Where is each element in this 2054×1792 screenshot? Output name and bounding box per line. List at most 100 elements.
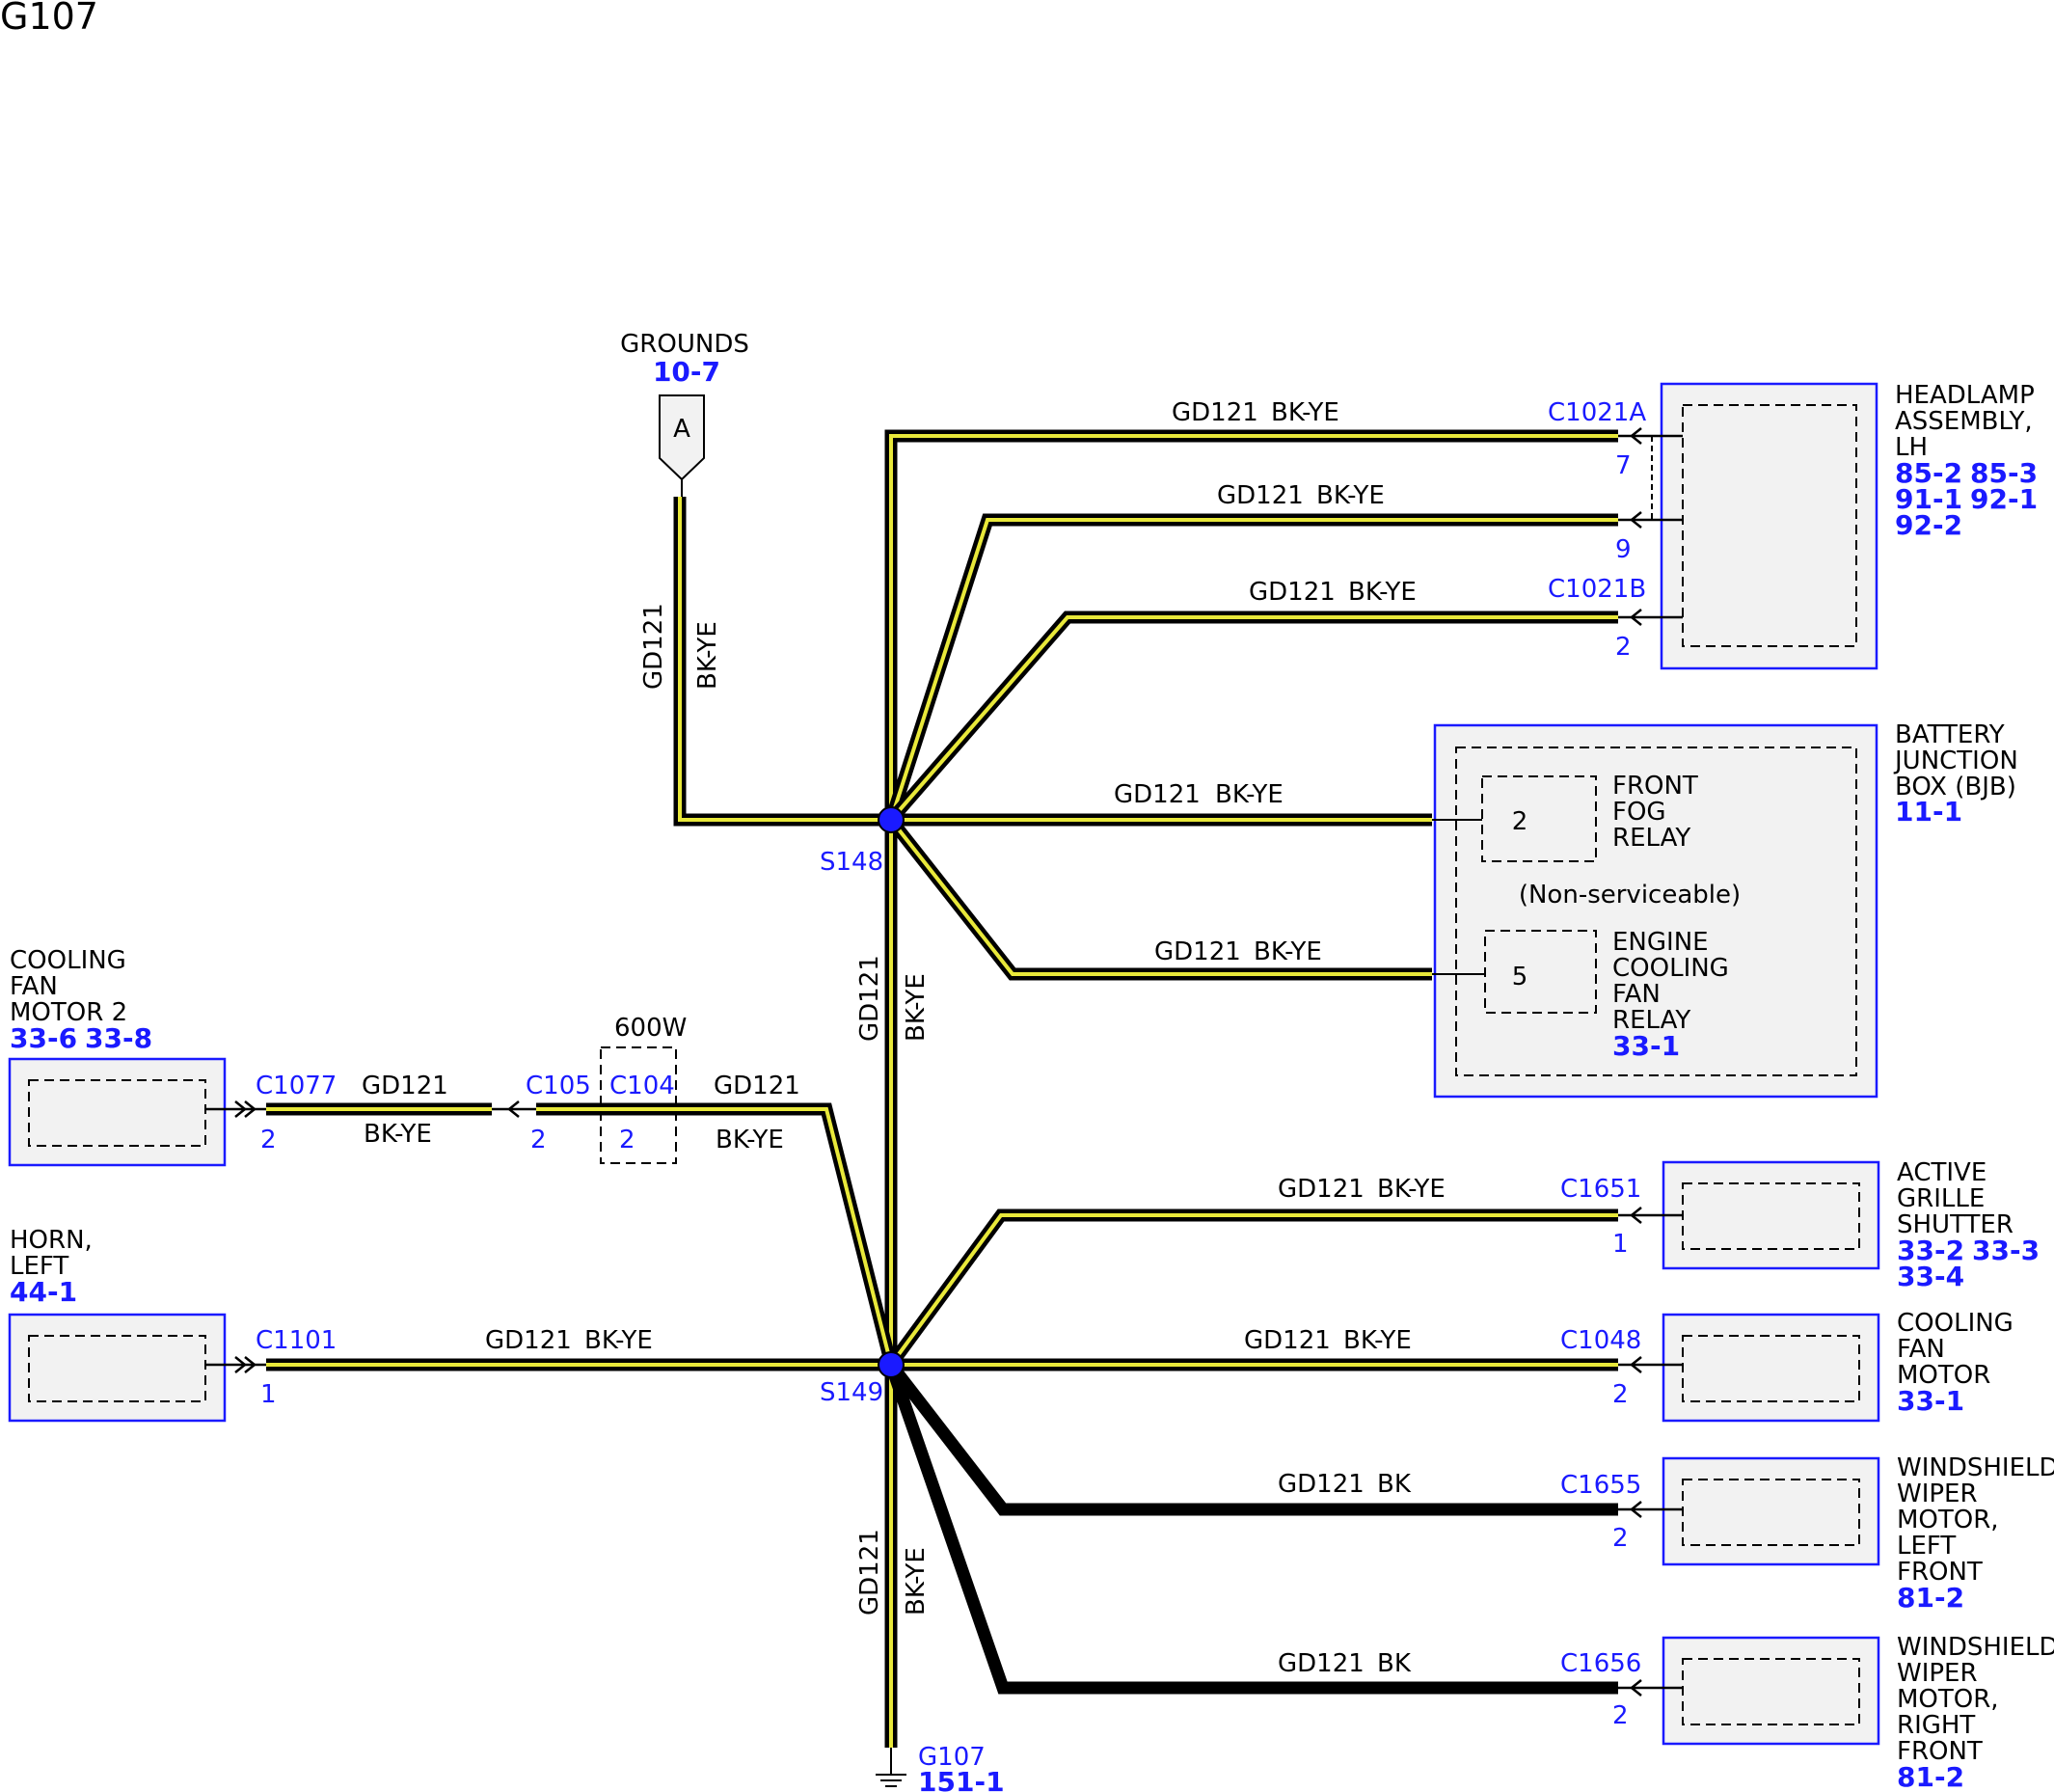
- cooling-fan-2-wire2-color: BK-YE: [716, 1126, 784, 1154]
- wiper-left-box: [1662, 1456, 1880, 1566]
- wiper-left-line3: MOTOR,: [1897, 1506, 1999, 1534]
- wiper-right-box: [1662, 1636, 1880, 1746]
- trunk-wire-circuit: GD121: [855, 955, 884, 1042]
- fan-relay-box: [1484, 930, 1597, 1014]
- wiper-left-ref[interactable]: 81-2: [1897, 1582, 1964, 1614]
- grounds-label: GROUNDS: [620, 330, 749, 359]
- cooling-fan-2-box: [8, 1057, 227, 1167]
- grille-line1: ACTIVE: [1897, 1158, 1986, 1187]
- fan-relay-pin: 5: [1512, 963, 1528, 991]
- fan-relay-line3: FAN: [1612, 980, 1661, 1009]
- ground-wire-circuit: GD121: [855, 1529, 884, 1616]
- grille-line3: SHUTTER: [1897, 1210, 2013, 1239]
- horn-line2: LEFT: [10, 1252, 68, 1281]
- headlamp-wire3-color: BK-YE: [1348, 578, 1417, 607]
- fan-relay-line4: RELAY: [1612, 1006, 1690, 1035]
- cooling-fan-2-line3: MOTOR 2: [10, 998, 127, 1027]
- headlamp-wire3-circuit: GD121: [1249, 578, 1336, 607]
- cooling-fan-line2: FAN: [1897, 1335, 1945, 1364]
- cooling-fan-2-conn: C1077: [256, 1072, 337, 1100]
- fan-relay-ref[interactable]: 33-1: [1612, 1030, 1680, 1062]
- cooling-fan-2-ref-1[interactable]: 33-6: [10, 1022, 77, 1054]
- grounds-wire-circuit: GD121: [639, 603, 668, 690]
- fog-relay-pin: 2: [1512, 807, 1528, 836]
- grille-conn: C1651: [1560, 1175, 1641, 1204]
- headlamp-conn-b: C1021B: [1548, 575, 1646, 604]
- horn-ref[interactable]: 44-1: [10, 1276, 77, 1308]
- bjb-wire2-circuit: GD121: [1154, 937, 1241, 966]
- grille-ref-2[interactable]: 33-3: [1972, 1235, 2040, 1266]
- wiper-right-line5: FRONT: [1897, 1737, 1983, 1766]
- cooling-fan-2-ref-2[interactable]: 33-8: [85, 1022, 152, 1054]
- wire-wiper-left: [885, 1361, 1618, 1516]
- trunk-wire-color: BK-YE: [902, 973, 931, 1042]
- wiper-right-wire-color: BK: [1377, 1649, 1412, 1678]
- wire-wiper-right: [884, 1362, 1618, 1695]
- cooling-fan-line3: MOTOR: [1897, 1361, 1990, 1390]
- grille-ref-1[interactable]: 33-2: [1897, 1235, 1964, 1266]
- splice-s149-dot: [878, 1351, 905, 1378]
- grounds-connector-letter: A: [673, 415, 690, 444]
- fog-relay-line3: RELAY: [1612, 824, 1690, 853]
- horn-conn: C1101: [256, 1326, 337, 1355]
- headlamp-ref-2[interactable]: 85-3: [1970, 457, 2038, 489]
- grille-wire-color: BK-YE: [1377, 1175, 1446, 1204]
- headlamp-pin-a1: 7: [1615, 451, 1632, 480]
- fog-relay-line1: FRONT: [1612, 772, 1698, 801]
- headlamp-pin-a2: 9: [1615, 535, 1632, 564]
- grille-box: [1662, 1160, 1880, 1270]
- bjb-line3: BOX (BJB): [1895, 773, 2016, 801]
- cooling-fan-conn: C1048: [1560, 1326, 1641, 1355]
- wiper-right-line3: MOTOR,: [1897, 1685, 1999, 1714]
- bjb-ref[interactable]: 11-1: [1895, 796, 1962, 828]
- wiper-right-line2: WIPER: [1897, 1659, 1978, 1688]
- cooling-fan-pin: 2: [1612, 1380, 1629, 1409]
- wiper-right-ref[interactable]: 81-2: [1897, 1761, 1964, 1792]
- wiper-right-line1: WINDSHIELD: [1897, 1633, 2054, 1662]
- splice-s149-label: S149: [820, 1378, 883, 1407]
- bjb-line2: JUNCTION: [1893, 747, 2018, 775]
- wiper-right-wire-circuit: GD121: [1278, 1649, 1365, 1678]
- grille-ref-3[interactable]: 33-4: [1897, 1261, 1964, 1292]
- ground-point-ref[interactable]: 151-1: [918, 1766, 1005, 1792]
- headlamp-line1: HEADLAMP: [1895, 381, 2035, 410]
- headlamp-wire2-color: BK-YE: [1316, 481, 1385, 510]
- horn-wire-circuit: GD121: [485, 1326, 572, 1355]
- wiper-left-pin: 2: [1612, 1524, 1629, 1553]
- headlamp-wire2-circuit: GD121: [1217, 481, 1304, 510]
- cooling-fan-ref[interactable]: 33-1: [1897, 1385, 1964, 1417]
- horn-line1: HORN,: [10, 1226, 93, 1255]
- inline-pin-a: 2: [530, 1126, 547, 1154]
- bjb-line1: BATTERY: [1895, 720, 2005, 749]
- headlamp-line2: ASSEMBLY,: [1895, 407, 2033, 436]
- headlamp-ref-3[interactable]: 91-1: [1895, 483, 1962, 515]
- wires-bk: [884, 1361, 1618, 1695]
- ground-point-label: G107: [918, 1743, 986, 1772]
- bjb-note: (Non-serviceable): [1519, 881, 1741, 910]
- bjb-box: [1433, 723, 1878, 1099]
- cooling-fan-2-line1: COOLING: [10, 946, 126, 975]
- grounds-wire-color: BK-YE: [693, 621, 722, 690]
- wiper-left-line2: WIPER: [1897, 1480, 1978, 1508]
- cooling-fan-2-line2: FAN: [10, 972, 58, 1001]
- wires-bkye: [266, 429, 1618, 1748]
- page-title: G107: [0, 0, 98, 38]
- headlamp-ref-4[interactable]: 92-1: [1970, 483, 2038, 515]
- horn-box: [8, 1313, 227, 1423]
- inline-600w-box: [600, 1046, 677, 1164]
- headlamp-ref-1[interactable]: 85-2: [1895, 457, 1962, 489]
- grille-wire-circuit: GD121: [1278, 1175, 1365, 1204]
- ground-symbol-icon: [876, 1748, 906, 1787]
- headlamp-pin-b: 2: [1615, 633, 1632, 662]
- bjb-wire1-circuit: GD121: [1114, 780, 1201, 809]
- cooling-fan-line1: COOLING: [1897, 1309, 2013, 1338]
- headlamp-line3: LH: [1895, 433, 1928, 462]
- grounds-ref[interactable]: 10-7: [653, 356, 720, 388]
- headlamp-ref-5[interactable]: 92-2: [1895, 509, 1962, 541]
- wiper-left-line1: WINDSHIELD: [1897, 1453, 2054, 1482]
- grille-pin: 1: [1612, 1230, 1629, 1259]
- cooling-fan-wire-color: BK-YE: [1343, 1326, 1412, 1355]
- wiper-left-line4: LEFT: [1897, 1532, 1956, 1561]
- cooling-fan-wire-circuit: GD121: [1244, 1326, 1331, 1355]
- splice-s148-label: S148: [820, 848, 883, 877]
